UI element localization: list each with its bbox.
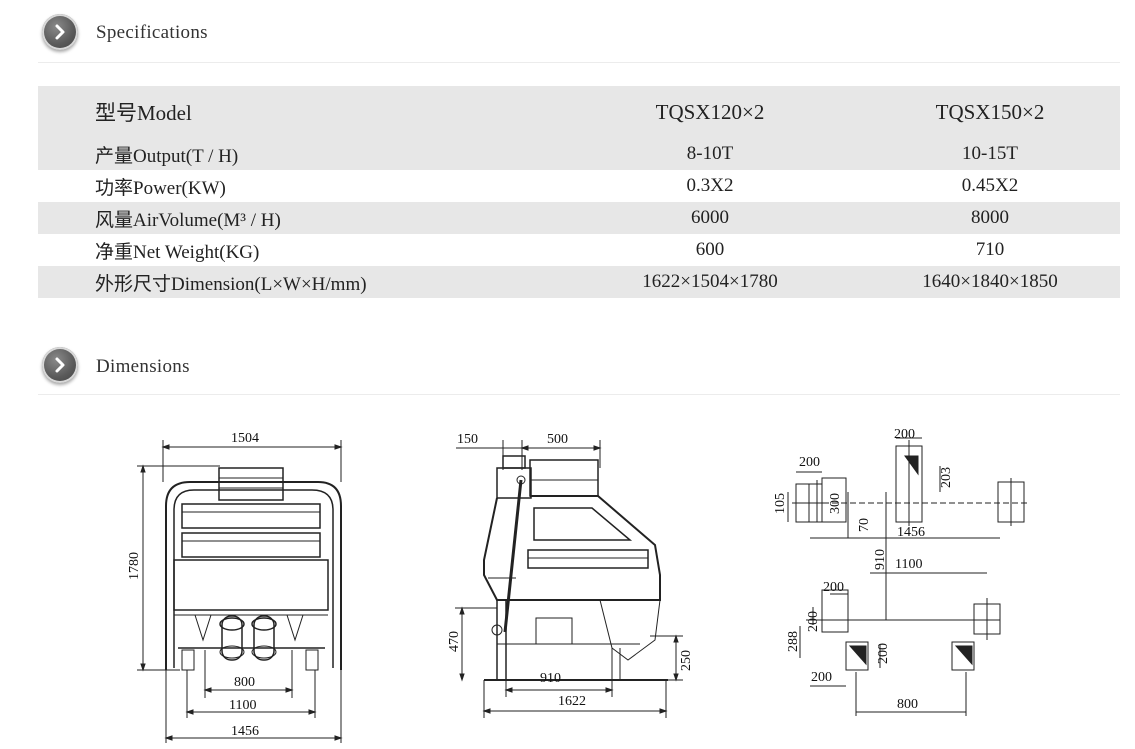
table-header-row: 型号Model TQSX120×2 TQSX150×2 xyxy=(38,86,1120,138)
dim-label: 200 xyxy=(876,643,891,664)
table-row: 产量Output(T / H) 8-10T 10-15T xyxy=(38,138,1120,170)
table-row: 外形尺寸Dimension(L×W×H/mm) 1622×1504×1780 1… xyxy=(38,266,1120,298)
dim-label: 910 xyxy=(873,549,888,570)
row-label: 功率Power(KW) xyxy=(95,177,226,199)
dim-label: 470 xyxy=(447,631,462,652)
dim-label: 203 xyxy=(939,467,954,488)
row-value-col2: 710 xyxy=(975,239,1005,260)
chevron-right-icon xyxy=(42,14,78,50)
dimensions-header: Dimensions xyxy=(38,342,1120,395)
dim-label: 288 xyxy=(786,631,801,652)
side-view-drawing xyxy=(455,440,683,718)
dim-label: 500 xyxy=(547,432,568,447)
dimension-drawings: 1504 1780 800 1100 1456 150 500 470 910 … xyxy=(127,427,1030,743)
row-value-col1: 0.3X2 xyxy=(686,175,734,196)
row-value-col1: 600 xyxy=(695,239,725,260)
dim-label: 1622 xyxy=(558,694,586,709)
dim-label: 1780 xyxy=(127,552,142,580)
dim-label: 250 xyxy=(679,650,694,671)
table-row: 功率Power(KW) 0.3X2 0.45X2 xyxy=(38,170,1120,202)
model-col2: TQSX150×2 xyxy=(860,86,1120,138)
dim-label: 800 xyxy=(897,697,918,712)
base-plan-drawing xyxy=(787,437,1030,716)
dim-label: 1504 xyxy=(231,431,259,446)
row-value-col2: 10-15T xyxy=(860,138,1120,170)
front-view-drawing xyxy=(137,440,343,743)
dim-label: 1456 xyxy=(231,724,259,739)
row-value-col2: 0.45X2 xyxy=(961,175,1019,196)
dim-label: 150 xyxy=(457,432,478,447)
dim-label: 800 xyxy=(234,675,255,690)
row-value-col1: 8-10T xyxy=(560,138,860,170)
dim-label: 1456 xyxy=(897,525,925,540)
row-label: 产量Output(T / H) xyxy=(38,138,560,170)
row-value-col2: 1640×1840×1850 xyxy=(860,266,1120,298)
dim-label: 200 xyxy=(806,611,821,632)
row-value-col1: 1622×1504×1780 xyxy=(560,266,860,298)
table-row: 净重Net Weight(KG) 600 710 xyxy=(38,234,1120,266)
row-value-col2: 8000 xyxy=(860,202,1120,234)
row-label: 外形尺寸Dimension(L×W×H/mm) xyxy=(38,266,560,298)
table-row: 风量AirVolume(M³ / H) 6000 8000 xyxy=(38,202,1120,234)
dim-label: 105 xyxy=(773,493,788,514)
row-value-col1: 6000 xyxy=(560,202,860,234)
dim-label: 200 xyxy=(823,580,844,595)
chevron-right-icon xyxy=(42,347,78,383)
model-col1: TQSX120×2 xyxy=(560,86,860,138)
row-label: 风量AirVolume(M³ / H) xyxy=(38,202,560,234)
dim-label: 1100 xyxy=(895,557,922,572)
dim-label: 300 xyxy=(828,493,843,514)
dimensions-title: Dimensions xyxy=(96,356,190,377)
dim-label: 910 xyxy=(540,671,561,686)
model-label: 型号Model xyxy=(38,86,560,138)
specifications-title: Specifications xyxy=(96,22,208,43)
dim-label: 70 xyxy=(857,518,872,532)
dim-label: 200 xyxy=(811,670,832,685)
specifications-header: Specifications xyxy=(38,12,1120,63)
dim-label: 200 xyxy=(894,427,915,442)
specifications-table: 型号Model TQSX120×2 TQSX150×2 产量Output(T /… xyxy=(38,86,1120,298)
dim-label: 1100 xyxy=(229,698,256,713)
dim-label: 200 xyxy=(799,455,820,470)
row-label: 净重Net Weight(KG) xyxy=(95,241,260,263)
